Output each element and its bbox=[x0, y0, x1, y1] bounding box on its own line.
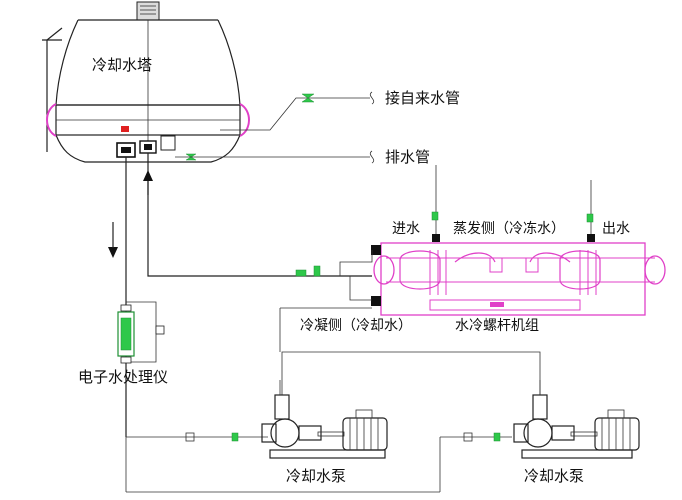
cooling-tower-label: 冷却水塔 bbox=[92, 56, 152, 74]
pump-2-label: 冷却水泵 bbox=[524, 467, 584, 485]
valve-icon bbox=[431, 211, 439, 221]
pump-1 bbox=[261, 380, 388, 459]
water-treatment-label: 电子水处理仪 bbox=[78, 368, 168, 386]
break-mark-icon bbox=[369, 150, 375, 164]
valve-icon bbox=[586, 213, 594, 223]
valve-icon bbox=[301, 93, 315, 103]
pump-1-label: 冷却水泵 bbox=[286, 467, 346, 485]
break-mark-icon bbox=[369, 91, 375, 105]
valve-icon bbox=[463, 432, 473, 442]
water-out-label: 出水 bbox=[602, 221, 630, 237]
city-water-pipe bbox=[220, 91, 375, 131]
chiller-unit bbox=[371, 165, 666, 316]
condenser-label: 冷凝侧（冷却水） bbox=[300, 318, 412, 334]
cooling-tower bbox=[42, 1, 250, 200]
city-water-label: 接自来水管 bbox=[385, 89, 460, 107]
valve-icon bbox=[493, 432, 501, 442]
motor-icon bbox=[342, 409, 388, 451]
pump-icon bbox=[261, 380, 386, 459]
flow-arrow-icon bbox=[143, 170, 153, 181]
drain-label: 排水管 bbox=[385, 148, 430, 166]
chiller-label: 水冷螺杆机组 bbox=[455, 318, 539, 334]
flow-arrow-icon bbox=[108, 247, 118, 258]
supply-pipe bbox=[108, 200, 541, 493]
pump-icon bbox=[513, 380, 633, 459]
valve-icon bbox=[231, 432, 239, 442]
drain-pipe bbox=[220, 150, 375, 164]
valve-icon bbox=[185, 432, 195, 442]
motor-icon bbox=[594, 409, 640, 451]
pump-2 bbox=[513, 380, 640, 459]
return-pipe bbox=[143, 170, 373, 301]
water-in-label: 进水 bbox=[392, 221, 420, 237]
evaporator-label: 蒸发侧（冷冻水） bbox=[453, 220, 565, 237]
water-treatment-device bbox=[117, 301, 165, 364]
valve-icon bbox=[295, 269, 307, 277]
valve-icon bbox=[313, 265, 321, 277]
